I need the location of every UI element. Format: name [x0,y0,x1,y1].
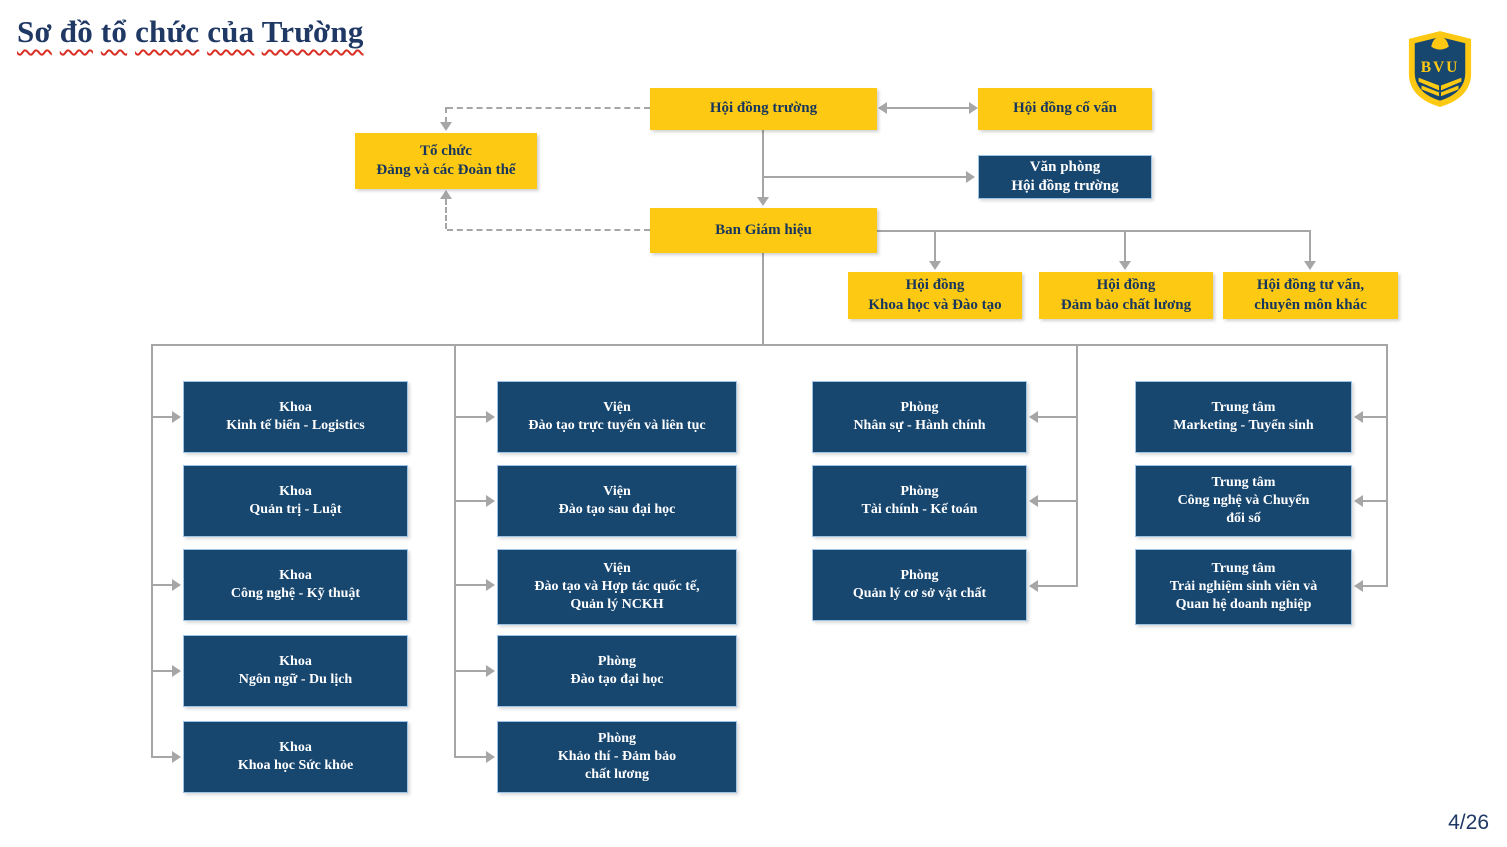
connector-hdt-bgh [762,130,764,198]
logo-text: BVU [1421,59,1460,76]
page-title: Sơ đồ tổ chức của Trường [17,14,364,49]
connector-vanphong [762,176,966,178]
arrowhead [486,495,495,507]
arrowhead [172,751,181,763]
connector-hdt-codvan [886,107,970,109]
arrowhead [486,411,495,423]
arrowhead [440,190,452,199]
stub [151,756,173,758]
connector-dashed-bgh-tochuc [447,229,650,231]
connector-rail-centers [1386,344,1388,587]
arrowhead [172,579,181,591]
connector-drop-hddb [1124,230,1126,262]
box-khoa-ngon-ngu-du-lich: Khoa Ngôn ngữ - Du lịch [183,635,408,707]
connector-rail-faculties [151,344,153,758]
box-tt-cong-nghe: Trung tâm Công nghệ và Chuyển đổi số [1135,465,1352,537]
connector-bgh-down [762,253,764,346]
box-phong-co-so-vat-chat: Phòng Quản lý cơ sở vật chất [812,549,1027,621]
arrowhead [929,261,941,270]
box-hd-tu-van: Hội đồng tư vấn, chuyên môn khác [1223,272,1398,319]
arrowhead [1354,495,1363,507]
box-phong-tai-chinh: Phòng Tài chính - Kế toán [812,465,1027,537]
stub [151,416,173,418]
arrowhead [440,122,452,131]
box-khoa-suc-khoe: Khoa Khoa học Sức khỏe [183,721,408,793]
connector-dashed-bgh-tochuc-v [445,199,447,229]
connector-bgh-right-rail [877,230,1311,232]
stub [1362,585,1388,587]
page-number: 4/26 [1448,811,1489,834]
stub [1362,416,1388,418]
stub [454,756,487,758]
arrowhead [486,579,495,591]
arrowhead [1354,411,1363,423]
connector-drop-hdkh [934,230,936,262]
connector-main-rail [151,344,1388,346]
logo-crown-icon [1431,36,1449,50]
arrowhead [1029,495,1038,507]
connector-rail-institutes [454,344,456,758]
arrowhead [757,197,769,206]
connector-drop-hdtv [1309,230,1311,262]
stub [1362,500,1388,502]
arrowhead [172,411,181,423]
stub [454,670,487,672]
box-tt-marketing: Trung tâm Marketing - Tuyển sinh [1135,381,1352,453]
box-hd-khoa-hoc-dao-tao: Hội đồng Khoa học và Đào tạo [848,272,1022,319]
stub [454,584,487,586]
box-phong-dao-tao-dai-hoc: Phòng Đào tạo đại học [497,635,737,707]
connector-rail-offices [1076,344,1078,587]
arrowhead [486,751,495,763]
box-hoi-dong-co-van: Hội đồng cố vấn [978,88,1152,130]
stub [1038,500,1078,502]
box-khoa-kinh-te-bien: Khoa Kinh tế biển - Logistics [183,381,408,453]
arrowhead [1029,411,1038,423]
stub [1038,416,1078,418]
box-phong-nhan-su: Phòng Nhân sự - Hành chính [812,381,1027,453]
logo-wing-icon [1418,77,1440,91]
box-khoa-cong-nghe-ky-thuat: Khoa Công nghệ - Kỹ thuật [183,549,408,621]
stub [454,500,487,502]
box-vien-sau-dai-hoc: Viện Đào tạo sau đại học [497,465,737,537]
box-van-phong-hdt: Văn phòng Hội đồng trường [978,155,1152,199]
arrowhead [966,171,975,183]
stub [454,416,487,418]
stub [151,670,173,672]
arrowhead [1354,580,1363,592]
stub [151,584,173,586]
box-hoi-dong-truong: Hội đồng trường [650,88,877,130]
arrowhead [878,102,887,114]
arrowhead [1304,261,1316,270]
connector-dashed-hdt-tochuc [447,107,650,109]
box-khoa-quan-tri-luat: Khoa Quản trị - Luật [183,465,408,537]
box-ban-giam-hieu: Ban Giám hiệu [650,208,877,253]
stub [1038,585,1078,587]
arrowhead [486,665,495,677]
arrowhead [1029,580,1038,592]
box-tt-trai-nghiem: Trung tâm Trải nghiệm sinh viên và Quan … [1135,549,1352,625]
bvu-logo: BVU [1408,31,1472,107]
connector-dashed-hdt-tochuc-v [445,107,447,123]
box-phong-khao-thi: Phòng Khảo thí - Đảm bảo chất lương [497,721,737,793]
arrowhead [1119,261,1131,270]
arrowhead [969,102,978,114]
box-to-chuc-dang: Tổ chức Đảng và các Đoàn thể [355,133,537,189]
box-vien-hop-tac-quoc-te: Viện Đào tạo và Hợp tác quốc tế, Quản lý… [497,549,737,625]
box-hd-dam-bao-chat-luong: Hội đồng Đảm bảo chất lương [1039,272,1213,319]
arrowhead [172,665,181,677]
box-vien-truc-tuyen: Viện Đào tạo trực tuyến và liên tục [497,381,737,453]
